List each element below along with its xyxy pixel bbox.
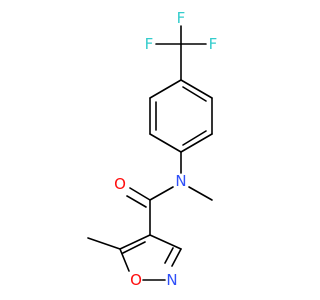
bond-c4-c5 (119, 234, 151, 250)
molecule-structure: F F F N O O N (87, 9, 218, 289)
bond-ring-double-1 (182, 86, 207, 102)
atom-f-top: F (177, 9, 186, 27)
bond-n-c3 (171, 248, 182, 267)
bond-c5-c4-double (122, 241, 146, 254)
atom-f-left: F (145, 35, 154, 53)
bond-c5-o (119, 248, 130, 272)
atom-o-carbonyl: O (114, 175, 126, 193)
bond-n-c3-double (164, 247, 174, 264)
atom-n-ring: N (166, 271, 177, 289)
bond-c-o-2 (126, 195, 147, 208)
atom-n-amide: N (175, 172, 186, 190)
atom-f-right: F (209, 35, 218, 53)
bond-c5-methyl (87, 237, 121, 250)
bond-ring-1 (180, 79, 213, 99)
bond-c-o-1 (129, 187, 151, 201)
bond-c3-c4 (149, 234, 182, 250)
atom-o-ring: O (130, 271, 142, 289)
bond-n-methyl (188, 186, 213, 201)
bond-ring-6 (149, 79, 182, 99)
bond-ring-3 (180, 133, 213, 153)
bond-ring-double-2 (182, 130, 207, 146)
bond-n-carbonyl (149, 186, 174, 201)
bond-ring-4 (149, 133, 182, 153)
